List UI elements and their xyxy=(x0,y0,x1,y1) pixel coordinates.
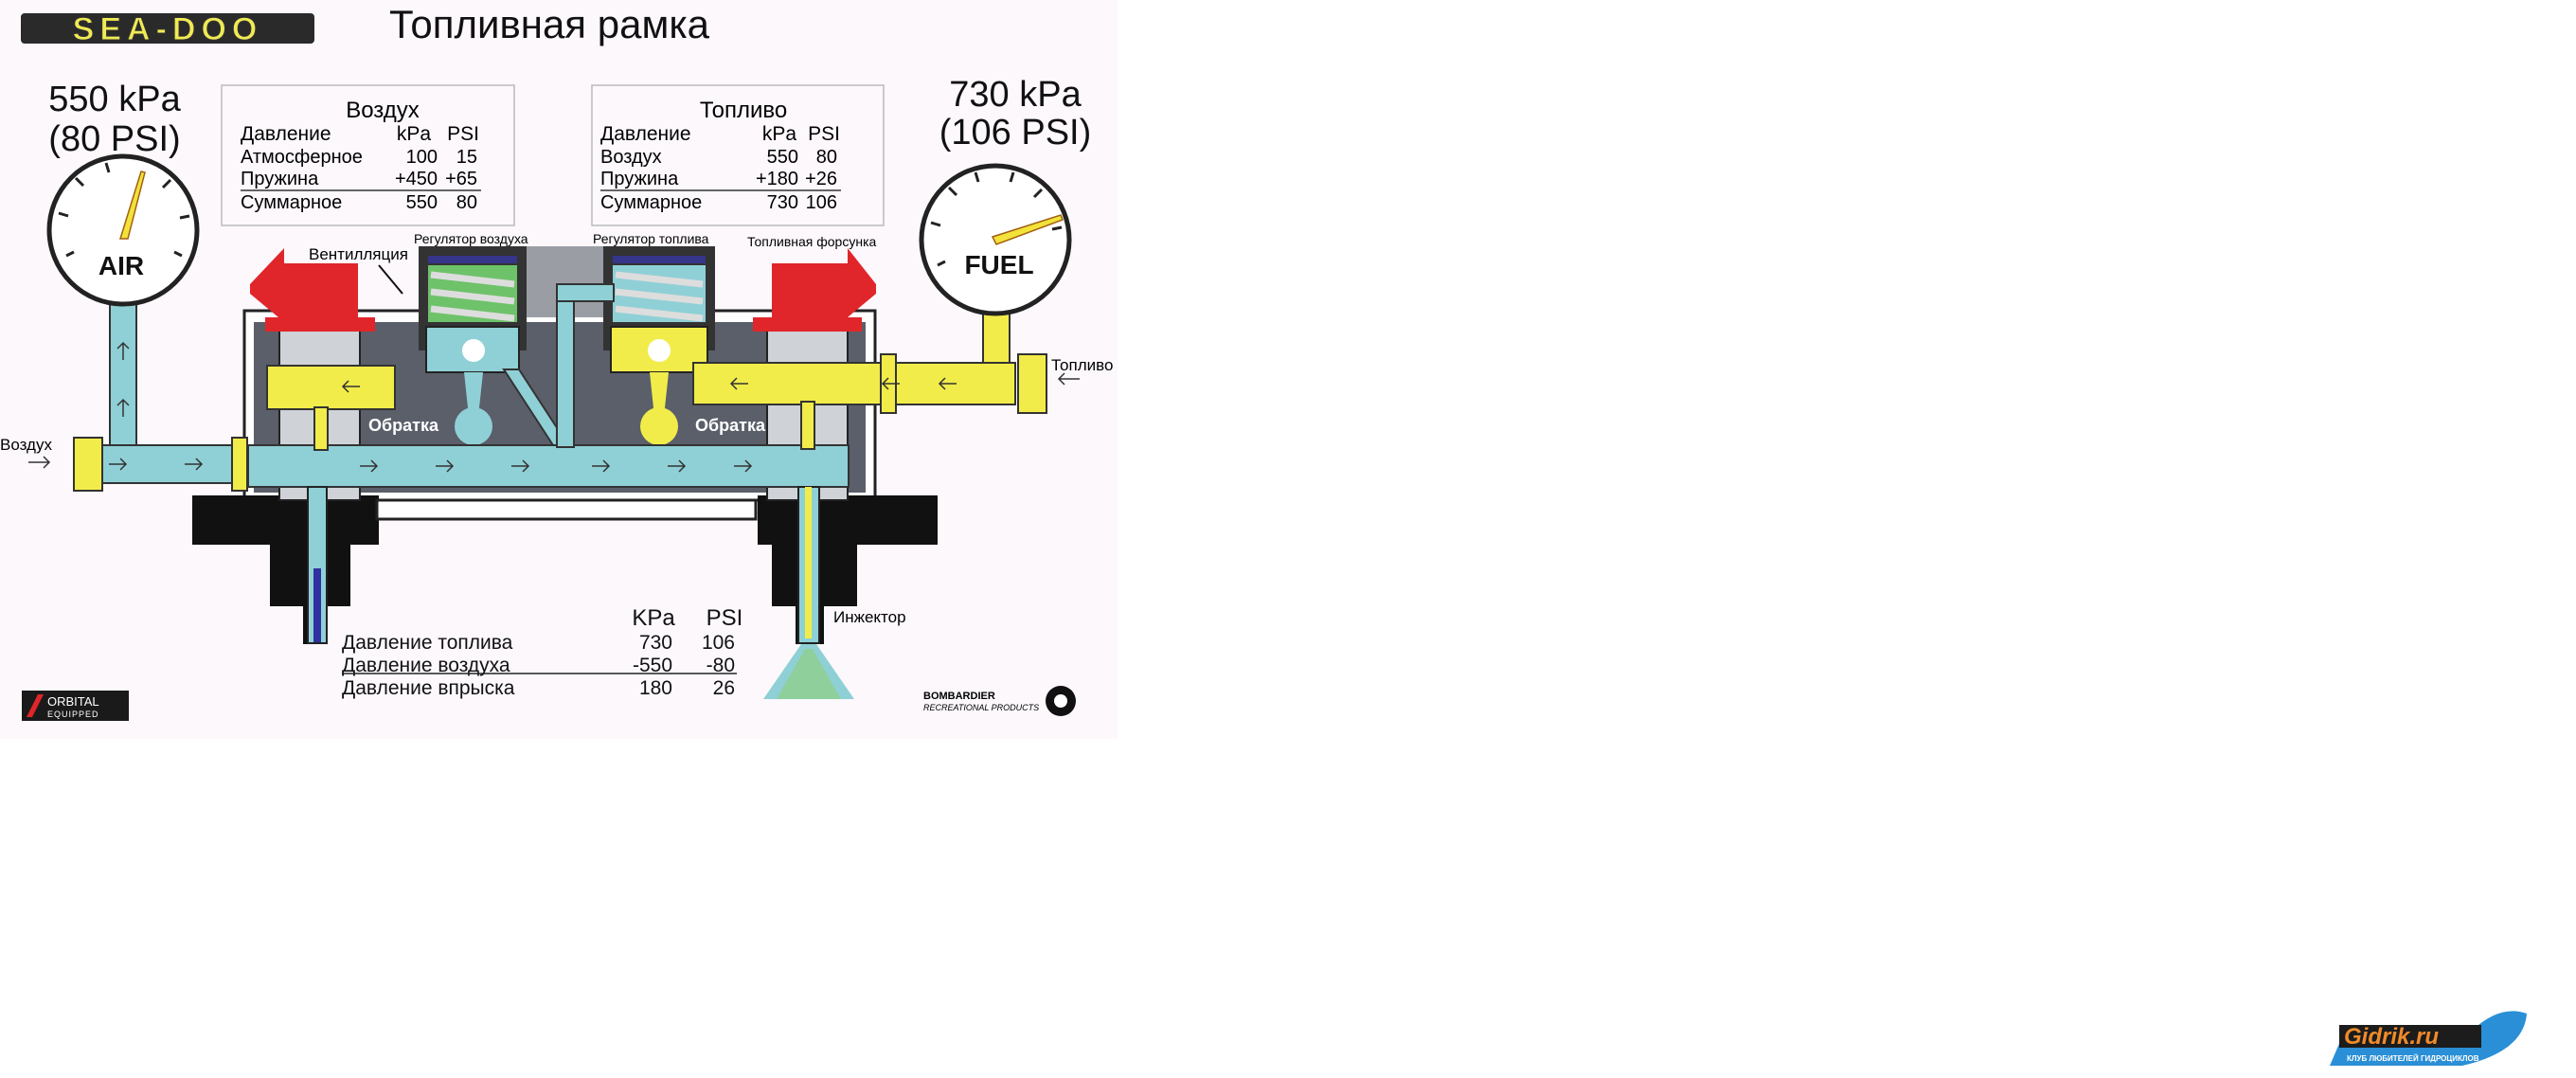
injector-label: Инжектор xyxy=(833,608,906,626)
fuel-pressure-table: Топливо Давление kPa PSI Воздух 550 80 П… xyxy=(591,84,885,226)
svg-text:RECREATIONAL PRODUCTS: RECREATIONAL PRODUCTS xyxy=(923,703,1039,712)
svg-text:КЛУБ ЛЮБИТЕЛЕЙ ГИДРОЦИКЛОВ: КЛУБ ЛЮБИТЕЛЕЙ ГИДРОЦИКЛОВ xyxy=(2347,1054,2479,1063)
left-injector-cap xyxy=(250,248,375,332)
vent-pointer xyxy=(378,264,403,295)
svg-text:-550: -550 xyxy=(633,655,672,676)
svg-text:180: 180 xyxy=(639,677,672,699)
svg-text:Топливо: Топливо xyxy=(700,98,787,123)
fuel-gauge-kpa: 730 kPa xyxy=(949,75,1082,115)
svg-text:Давление: Давление xyxy=(241,123,331,145)
fuel-regulator xyxy=(603,246,715,445)
svg-text:SEA-DOO: SEA-DOO xyxy=(73,11,263,47)
air-channel xyxy=(73,283,850,492)
svg-text:+26: +26 xyxy=(805,169,837,189)
svg-text:730: 730 xyxy=(767,192,798,213)
fuel-gauge-pipe xyxy=(982,307,1011,370)
svg-text:+450: +450 xyxy=(395,169,438,189)
left-injector-core xyxy=(313,568,321,642)
vent-label: Вентилляция xyxy=(309,245,408,263)
svg-text:Пружина: Пружина xyxy=(600,169,679,189)
svg-text:Воздух: Воздух xyxy=(600,147,662,168)
svg-text:Давление впрыска: Давление впрыска xyxy=(342,677,515,699)
svg-text:550: 550 xyxy=(767,147,798,168)
svg-text:Gidrik.ru: Gidrik.ru xyxy=(2344,1024,2439,1050)
right-injector-cap xyxy=(753,248,876,332)
air-gauge-psi: (80 PSI) xyxy=(48,119,180,159)
svg-text:Давление: Давление xyxy=(600,123,691,145)
seadoo-logo: SEA-DOO xyxy=(21,11,314,48)
svg-text:EQUIPPED: EQUIPPED xyxy=(47,710,99,719)
svg-text:Давление воздуха: Давление воздуха xyxy=(342,655,510,676)
orbital-logo: ORBITAL EQUIPPED xyxy=(22,691,129,721)
svg-text:15: 15 xyxy=(456,147,477,168)
svg-text:PSI: PSI xyxy=(447,123,479,145)
svg-text:106: 106 xyxy=(702,632,735,654)
fuel-pressure-gauge: FUEL xyxy=(919,163,1072,316)
svg-text:106: 106 xyxy=(806,192,837,213)
gidrik-watermark: Gidrik.ru КЛУБ ЛЮБИТЕЛЕЙ ГИДРОЦИКЛОВ xyxy=(2330,1011,2527,1066)
svg-text:26: 26 xyxy=(713,677,735,699)
svg-text:Воздух: Воздух xyxy=(346,98,420,123)
svg-text:PSI: PSI xyxy=(707,605,743,631)
air-regulator-label: Регулятор воздуха xyxy=(414,231,528,246)
svg-text:+180: +180 xyxy=(756,169,798,189)
svg-text:100: 100 xyxy=(406,147,438,168)
flow-arrows xyxy=(28,341,1080,473)
air-pressure-gauge: AIR xyxy=(46,153,200,307)
svg-text:ORBITAL: ORBITAL xyxy=(47,694,99,709)
fuel-spray-inner xyxy=(777,649,841,699)
svg-text:550: 550 xyxy=(406,192,438,213)
air-gauge-kpa: 550 kPa xyxy=(48,80,181,119)
air-regulator xyxy=(419,246,527,445)
svg-text:-80: -80 xyxy=(707,655,735,676)
right-injector-core xyxy=(805,487,812,638)
fuel-gauge-psi: (106 PSI) xyxy=(939,113,1092,153)
fuel-inlet-label: Топливо xyxy=(1051,356,1113,374)
fuel-regulator-label: Регулятор топлива xyxy=(593,231,709,246)
svg-text:AIR: AIR xyxy=(98,251,144,280)
air-return-label: Обратка xyxy=(368,416,439,435)
svg-text:kPa: kPa xyxy=(397,123,432,145)
svg-text:PSI: PSI xyxy=(808,123,840,145)
svg-text:80: 80 xyxy=(816,147,837,168)
svg-text:+65: +65 xyxy=(445,169,477,189)
fuel-return-label: Обратка xyxy=(695,416,766,435)
svg-text:80: 80 xyxy=(456,192,477,213)
fuel-injector-label: Топливная форсунка xyxy=(747,234,876,249)
svg-text:Суммарное: Суммарное xyxy=(600,192,702,213)
svg-text:Атмосферное: Атмосферное xyxy=(241,147,363,168)
svg-text:Давление топлива: Давление топлива xyxy=(342,632,513,654)
left-injector xyxy=(307,486,328,644)
air-pressure-table: Воздух Давление kPa PSI Атмосферное 100 … xyxy=(221,84,515,226)
svg-text:Пружина: Пружина xyxy=(241,169,319,189)
svg-text:KPa: KPa xyxy=(632,605,675,631)
bombardier-logo: BOMBARDIER RECREATIONAL PRODUCTS xyxy=(923,686,1076,716)
air-inlet-label: Воздух xyxy=(0,436,52,454)
air-gauge-pipe xyxy=(109,297,137,451)
svg-text:730: 730 xyxy=(639,632,672,654)
svg-text:Суммарное: Суммарное xyxy=(241,192,342,213)
svg-text:FUEL: FUEL xyxy=(964,250,1033,279)
svg-text:BOMBARDIER: BOMBARDIER xyxy=(923,691,995,702)
page-title: Топливная рамка xyxy=(389,2,710,46)
injection-pressure-table: KPa PSI Давление топлива 730 106 Давлени… xyxy=(342,605,742,699)
svg-text:kPa: kPa xyxy=(762,123,797,145)
